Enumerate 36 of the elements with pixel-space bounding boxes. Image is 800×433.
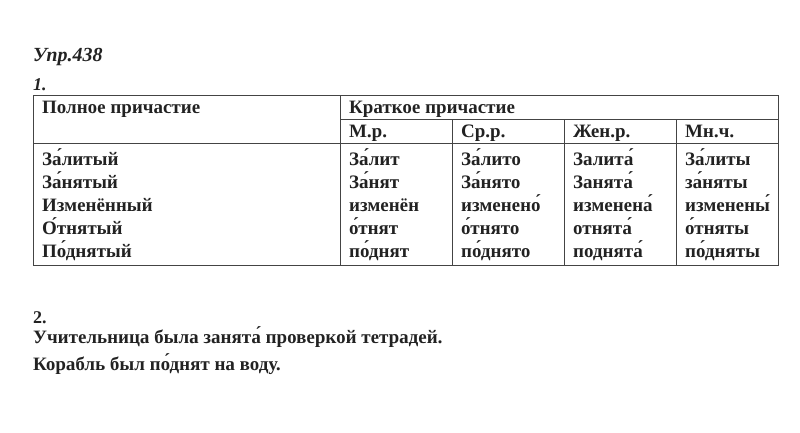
table-cell: по́днят (340, 240, 452, 266)
header-cell: Полное причастие (34, 96, 340, 144)
table-cell: За́лито (452, 144, 564, 171)
table-cell: За́литы (676, 144, 778, 171)
table-cell: За́нятый (34, 171, 340, 194)
table-cell: о́тнят (340, 217, 452, 240)
table-cell: о́тняты (676, 217, 778, 240)
table-cell: О́тнятый (34, 217, 340, 240)
table-cell: За́лит (340, 144, 452, 171)
exercise-text: Корабль был по́днят на воду. (33, 354, 281, 376)
table-cell: За́литый (34, 144, 340, 171)
table-cell: изменены́ (676, 194, 778, 217)
exercise-text: 1. (33, 74, 46, 95)
table-cell: по́днято (452, 240, 564, 266)
exercise-text: Учительница была занята́ проверкой тетрадей. (33, 327, 442, 349)
table-cell: за́няты (676, 171, 778, 194)
table-cell: по́дняты (676, 240, 778, 266)
table-cell: изменена́ (564, 194, 676, 217)
table-cell: Занята́ (564, 171, 676, 194)
table-cell: отнята́ (564, 217, 676, 240)
header-cell: Жен.р. (564, 120, 676, 144)
table-cell: Залита́ (564, 144, 676, 171)
table-cell: За́нято (452, 171, 564, 194)
header-cell: Ср.р. (452, 120, 564, 144)
table-cell: о́тнято (452, 217, 564, 240)
exercise-text: 2. (33, 307, 46, 328)
table-cell: изменён (340, 194, 452, 217)
header-cell: Краткое причастие (340, 96, 778, 120)
table-cell: По́днятый (34, 240, 340, 266)
header-cell: Мн.ч. (676, 120, 778, 144)
table-cell: За́нят (340, 171, 452, 194)
header-cell: М.р. (340, 120, 452, 144)
table-cell: Изменённый (34, 194, 340, 217)
table-cell: поднята́ (564, 240, 676, 266)
exercise-text: Упр.438 (33, 44, 102, 67)
table-cell: изменено́ (452, 194, 564, 217)
